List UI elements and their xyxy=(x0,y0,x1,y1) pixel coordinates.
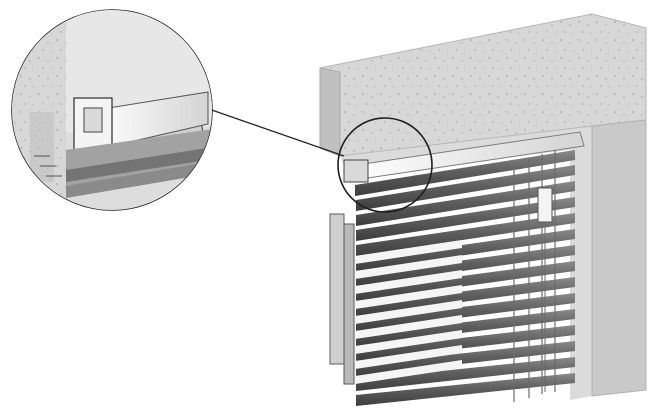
magnifier-callout-icon xyxy=(11,9,213,211)
blind-slats xyxy=(355,150,575,406)
detail-circle-icon xyxy=(337,117,433,213)
callout-leader-line xyxy=(205,107,345,157)
headrail xyxy=(343,131,585,183)
control-cords xyxy=(513,150,556,402)
side-guide-rail xyxy=(329,213,355,385)
